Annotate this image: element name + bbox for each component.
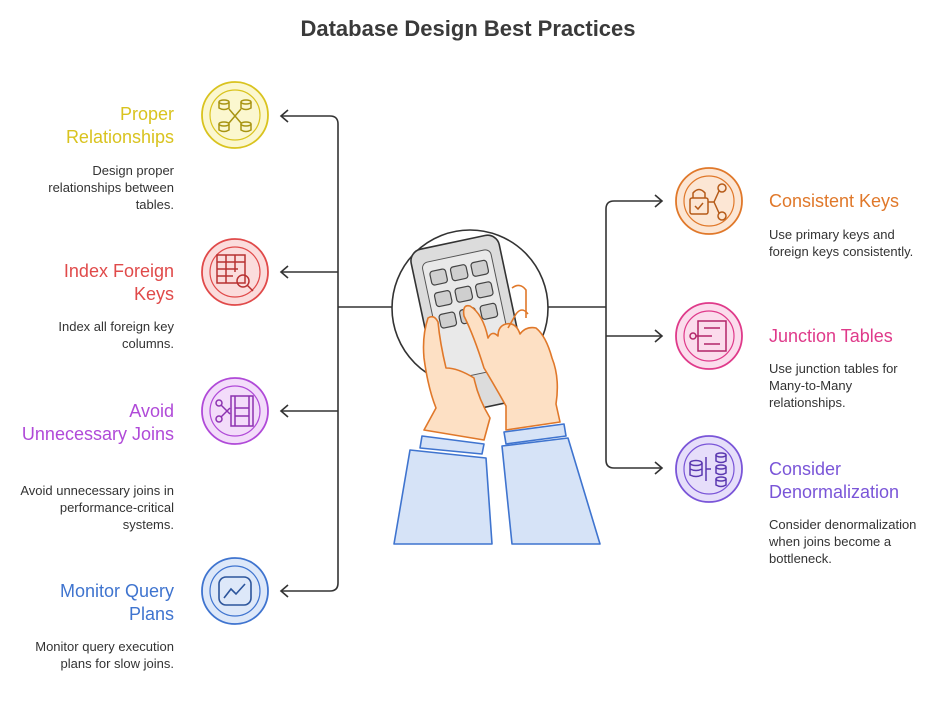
line-chart-monitor-icon [201,557,269,625]
item-desc-index-foreign-keys: Index all foreign key columns. [58,319,174,351]
item-desc-consider-denormalization: Consider denormalization when joins beco… [769,517,917,566]
item-desc-monitor-query-plans: Monitor query execution plans for slow j… [35,639,174,671]
item-title-index-foreign-keys: Index Foreign Keys [63,261,174,304]
item-desc-proper-relationships: Design proper relationships between tabl… [48,163,174,212]
hands-phone-icon [391,229,601,545]
page-title: Database Design Best Practices [300,16,636,41]
item-desc-junction-tables: Use junction tables for Many-to-Many rel… [769,361,898,410]
item-title-consider-denormalization: Consider Denormalization [769,459,900,502]
junction-list-icon [675,302,743,370]
database-relationships-icon [201,81,269,149]
scissors-film-icon [201,377,269,445]
database-split-icon [675,435,743,503]
item-title-proper-relationships: Proper Relationships [65,104,174,147]
item-desc-consistent-keys: Use primary keys and foreign keys consis… [769,227,914,259]
item-title-monitor-query-plans: Monitor Query Plans [59,581,174,624]
lock-key-icon [675,167,743,235]
item-title-consistent-keys: Consistent Keys [769,191,900,211]
item-title-avoid-unnecessary-joins: Avoid Unnecessary Joins [21,401,174,444]
item-title-junction-tables: Junction Tables [769,326,893,346]
item-desc-avoid-unnecessary-joins: Avoid unnecessary joins in performance-c… [20,483,174,532]
table-search-icon [201,238,269,306]
